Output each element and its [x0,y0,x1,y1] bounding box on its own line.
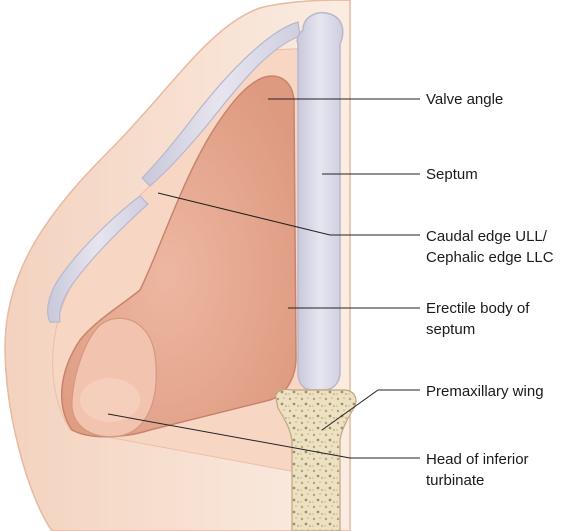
turbinate-highlight [80,378,140,422]
label-valve-angle: Valve angle [426,91,504,108]
leader-caudal-edge [157,192,420,236]
label-inferior-turbinate: Head of inferior turbinate [426,451,529,489]
lower-lateral-cartilage [47,195,149,323]
label-premaxillary-wing: Premaxillary wing [426,383,544,400]
premaxillary-bone [275,388,357,531]
septal-cartilage [296,12,344,391]
leader-premaxillary-wing [321,389,420,431]
label-septum: Septum [426,166,478,183]
label-caudal-edge: Caudal edge ULL/ Cephalic edge LLC [426,228,554,266]
upper-lateral-cartilage [141,21,301,187]
label-erectile-body: Erectile body of septum [426,300,530,338]
leader-inferior-turbinate [107,413,420,459]
leader-lines [107,98,420,459]
